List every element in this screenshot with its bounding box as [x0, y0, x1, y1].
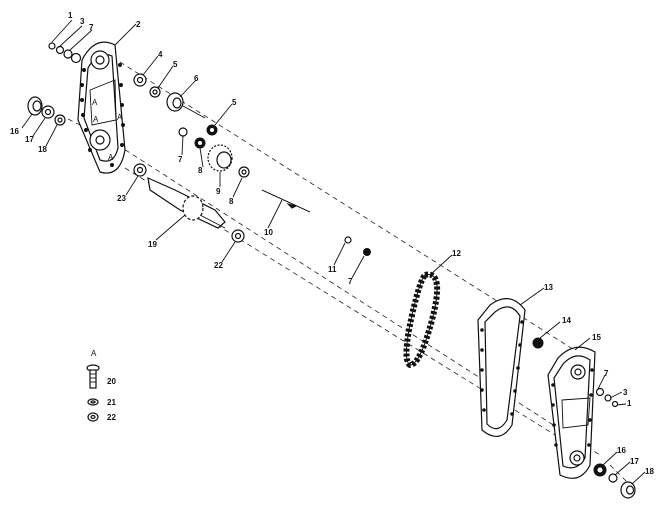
callout-7c: 7: [348, 277, 353, 286]
legend-marker-a: A: [91, 349, 97, 358]
callout-5b: 5: [232, 98, 237, 107]
callout-7d: 7: [604, 369, 609, 378]
housing-marker-a2: A: [93, 115, 99, 124]
right-chain-housing: [547, 346, 596, 479]
upper-shaft-parts: [133, 73, 218, 136]
left-chain-housing: A A A A: [77, 41, 126, 174]
callout-17: 17: [25, 135, 34, 144]
callout-12: 12: [452, 249, 461, 258]
small-parts-11-7: [344, 236, 371, 256]
housing-marker-a4: A: [108, 153, 114, 162]
callout-5: 5: [173, 60, 178, 69]
callout-13: 13: [544, 283, 553, 292]
top-left-fasteners: [48, 42, 82, 64]
seal-14: [532, 337, 544, 349]
callout-16b: 16: [617, 446, 626, 455]
callout-16: 16: [10, 127, 19, 136]
callout-18: 18: [38, 145, 47, 154]
leader-lines: [21, 19, 646, 485]
callout-11: 11: [328, 265, 337, 274]
left-bearing-parts: [27, 96, 66, 126]
right-bearing-parts: [593, 463, 636, 499]
callout-3: 3: [80, 17, 85, 26]
callout-18b: 18: [645, 467, 654, 476]
lower-shaft-parts: [133, 163, 226, 229]
callout-7: 7: [89, 23, 94, 32]
callout-1b: 1: [627, 399, 632, 408]
legend-21: 21: [107, 398, 116, 407]
assembly-lines: [59, 61, 636, 491]
callout-15: 15: [592, 333, 601, 342]
callout-labels: 1 3 7 2 4 5 6 5 16 17 18 7 8 9 8 23 19 1…: [10, 11, 654, 476]
callout-8b: 8: [229, 197, 234, 206]
legend-20: 20: [107, 377, 116, 386]
callout-14: 14: [562, 316, 571, 325]
middle-sprocket-parts: [178, 127, 250, 178]
callout-6: 6: [194, 74, 199, 83]
legend-22: 22: [107, 413, 116, 422]
callout-23: 23: [117, 194, 126, 203]
callout-19: 19: [148, 240, 157, 249]
callout-1: 1: [68, 11, 73, 20]
callout-3b: 3: [623, 388, 628, 397]
housing-marker-a3: A: [117, 113, 123, 122]
callout-17b: 17: [630, 457, 639, 466]
drive-chain: [403, 271, 441, 369]
callout-2: 2: [136, 20, 141, 29]
right-housing-rivets: [551, 368, 594, 447]
callout-4: 4: [158, 50, 163, 59]
callout-22: 22: [214, 261, 223, 270]
callout-10: 10: [264, 228, 273, 237]
callout-7b: 7: [178, 155, 183, 164]
right-fasteners: [595, 387, 619, 408]
callout-9: 9: [216, 187, 221, 196]
gasket-holes: [480, 320, 524, 416]
washer-22: [231, 229, 245, 243]
callout-8: 8: [198, 166, 203, 175]
gasket: [477, 298, 526, 437]
shaft-10: [261, 189, 311, 213]
hardware-legend: A 20 21 22: [86, 349, 116, 422]
housing-rivets: [80, 63, 125, 167]
housing-marker-a1: A: [92, 98, 98, 107]
